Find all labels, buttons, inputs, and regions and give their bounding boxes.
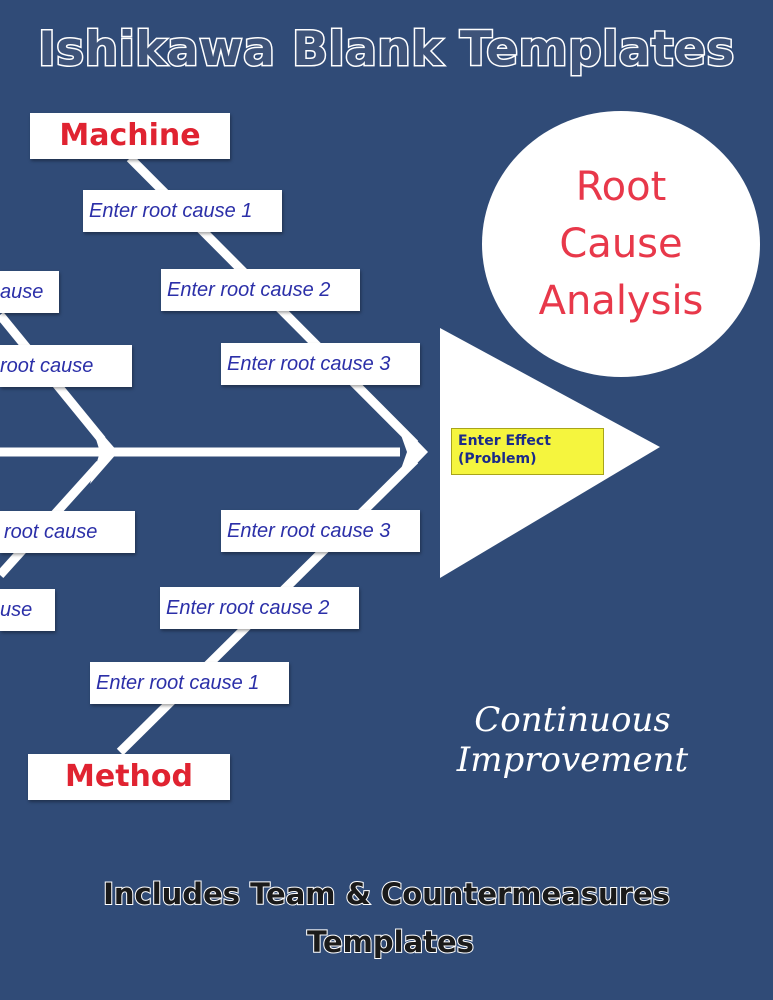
cause-box-left-top-1[interactable]: ause	[0, 271, 59, 313]
effect-box[interactable]: Enter Effect (Problem)	[451, 428, 604, 475]
badge-line-1: Root	[575, 163, 667, 210]
cause-box-left-top-2[interactable]: root cause	[0, 345, 132, 387]
badge-line-3: Analysis	[538, 277, 704, 324]
footer-line-1: Includes Team & Countermeasures	[102, 876, 671, 912]
cause-box-top-1[interactable]: Enter root cause 1	[83, 190, 282, 232]
cause-box-top-3[interactable]: Enter root cause 3	[221, 343, 420, 385]
cause-box-top-2[interactable]: Enter root cause 2	[161, 269, 360, 311]
tagline: Continuous Improvement	[456, 700, 689, 780]
category-machine[interactable]: Machine	[30, 113, 230, 159]
footer-text: Includes Team & Countermeasures Template…	[0, 870, 773, 966]
badge-line-2: Cause	[559, 220, 683, 267]
cause-box-bottom-2[interactable]: Enter root cause 2	[160, 587, 359, 629]
cover-title: Ishikawa Blank Templates	[37, 21, 736, 79]
cause-box-bottom-1[interactable]: Enter root cause 1	[90, 662, 289, 704]
effect-line-1: Enter Effect	[458, 433, 551, 449]
root-cause-analysis-badge: Root Cause Analysis	[482, 111, 760, 377]
category-method[interactable]: Method	[28, 754, 230, 800]
cause-box-bottom-3[interactable]: Enter root cause 3	[221, 510, 420, 552]
cause-box-left-bottom-2[interactable]: use	[0, 589, 55, 631]
cause-box-left-bottom-1[interactable]: root cause	[0, 511, 135, 553]
effect-line-2: (Problem)	[458, 451, 537, 467]
footer-line-2: Templates	[306, 924, 475, 960]
